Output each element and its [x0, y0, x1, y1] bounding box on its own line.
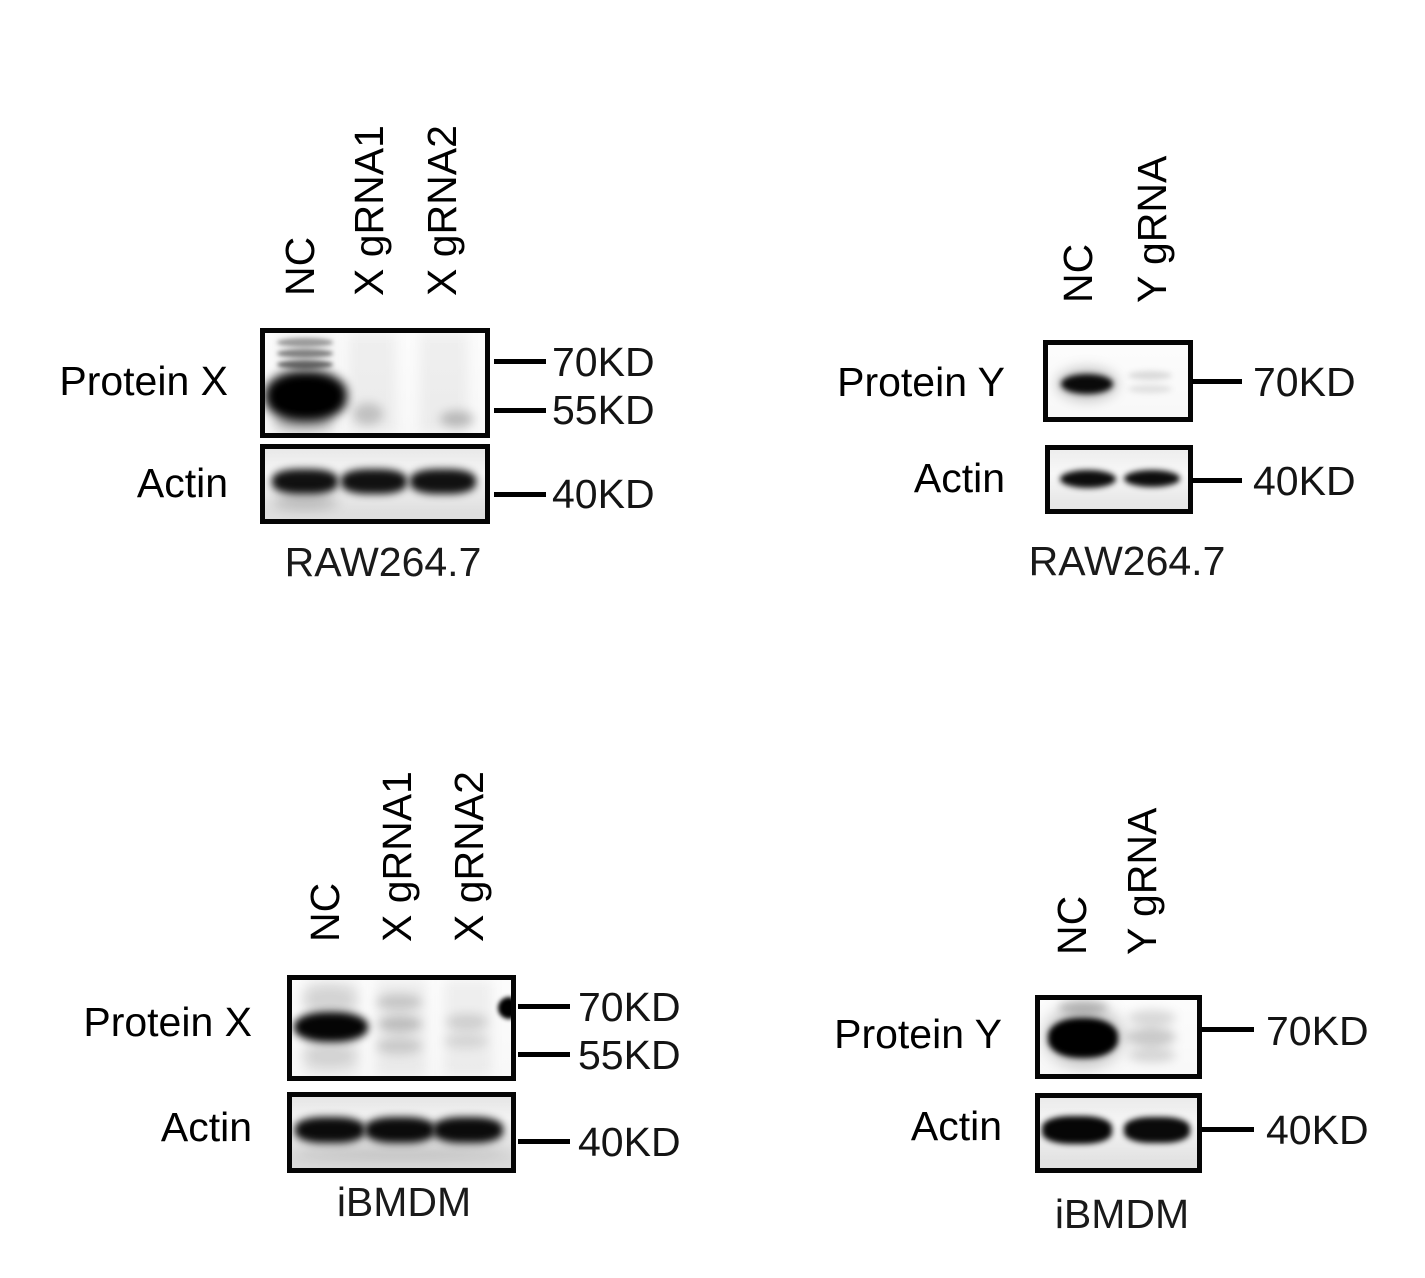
target-antibody-label: Protein X — [59, 358, 228, 404]
marker-tick — [1192, 478, 1242, 483]
smear — [273, 413, 333, 431]
band — [1128, 1010, 1176, 1026]
marker-tick — [494, 359, 546, 364]
marker-tick — [494, 408, 546, 413]
lane-smear — [444, 980, 492, 1076]
lane-label: Y gRNA — [1129, 155, 1175, 303]
target-antibody-label: Protein X — [83, 999, 252, 1045]
marker-label: 40KD — [1253, 458, 1356, 504]
cell-line-caption: RAW264.7 — [284, 539, 482, 585]
marker-label: 55KD — [578, 1032, 681, 1078]
band — [277, 338, 333, 347]
marker-label: 40KD — [1266, 1107, 1369, 1153]
blot-box-target — [1043, 340, 1193, 422]
marker-label: 70KD — [1266, 1008, 1369, 1054]
band — [446, 1014, 488, 1030]
band — [265, 371, 347, 421]
blot-box-control — [1035, 1093, 1202, 1173]
band — [277, 349, 333, 358]
band — [1128, 1048, 1176, 1062]
marker-label: 40KD — [578, 1119, 681, 1165]
band — [353, 403, 383, 425]
band — [272, 469, 338, 494]
band — [444, 1034, 488, 1048]
lane-label: NC — [277, 236, 323, 296]
lane-label: X gRNA1 — [346, 125, 392, 296]
band — [378, 1016, 422, 1032]
band — [294, 1012, 368, 1042]
cell-line-caption: iBMDM — [336, 1179, 472, 1225]
band — [1126, 1028, 1176, 1046]
lane-label: Y gRNA — [1119, 807, 1165, 955]
lane-label: NC — [302, 882, 348, 942]
band — [1048, 1018, 1118, 1058]
band — [1124, 1117, 1190, 1143]
lane-smear — [376, 980, 426, 1076]
lane-label: NC — [1049, 895, 1095, 955]
marker-tick — [494, 492, 546, 497]
marker-tick — [1202, 1027, 1254, 1032]
marker-label: 70KD — [552, 339, 655, 385]
marker-label: 70KD — [578, 984, 681, 1030]
smear — [272, 495, 338, 509]
band — [341, 469, 407, 494]
marker-label: 40KD — [552, 471, 655, 517]
band — [1128, 371, 1172, 380]
lane-label: X gRNA2 — [446, 771, 492, 942]
control-antibody-label: Actin — [910, 1103, 1002, 1149]
band — [365, 1117, 435, 1143]
smear — [302, 985, 357, 1013]
band — [1124, 470, 1180, 487]
lane-smear — [348, 333, 396, 433]
blot-box-control — [287, 1092, 516, 1173]
band — [277, 360, 333, 369]
cell-line-caption: RAW264.7 — [1028, 538, 1226, 584]
blot-box-target — [1035, 995, 1202, 1079]
marker-tick — [518, 1052, 570, 1057]
marker-label: 55KD — [552, 387, 655, 433]
band — [498, 997, 511, 1019]
blot-box-control — [1045, 445, 1193, 514]
lane-label: NC — [1055, 243, 1101, 303]
band — [410, 469, 476, 494]
band — [1128, 385, 1172, 393]
control-antibody-label: Actin — [136, 460, 228, 506]
lane-label: X gRNA1 — [374, 771, 420, 942]
smear — [302, 1045, 357, 1067]
control-antibody-label: Actin — [913, 455, 1005, 501]
marker-tick — [518, 1139, 570, 1144]
band — [376, 994, 422, 1010]
control-antibody-label: Actin — [160, 1104, 252, 1150]
target-antibody-label: Protein Y — [834, 1011, 1002, 1057]
band — [376, 1038, 422, 1054]
band — [440, 411, 474, 427]
band — [433, 1117, 503, 1143]
lane-smear — [420, 333, 468, 433]
smear — [292, 1145, 511, 1161]
band — [295, 1117, 365, 1143]
target-antibody-label: Protein Y — [837, 359, 1005, 405]
blot-box-control — [260, 444, 490, 524]
blot-box-target — [287, 975, 516, 1081]
blot-box-target — [260, 328, 490, 438]
cell-line-caption: iBMDM — [1054, 1191, 1190, 1237]
marker-tick — [1192, 379, 1242, 384]
lane-label: X gRNA2 — [419, 125, 465, 296]
marker-tick — [1202, 1127, 1254, 1132]
band — [1042, 1116, 1112, 1144]
band — [1060, 470, 1116, 488]
marker-tick — [518, 1004, 570, 1009]
marker-label: 70KD — [1253, 359, 1356, 405]
band — [1061, 374, 1113, 394]
smear — [1058, 1000, 1108, 1014]
